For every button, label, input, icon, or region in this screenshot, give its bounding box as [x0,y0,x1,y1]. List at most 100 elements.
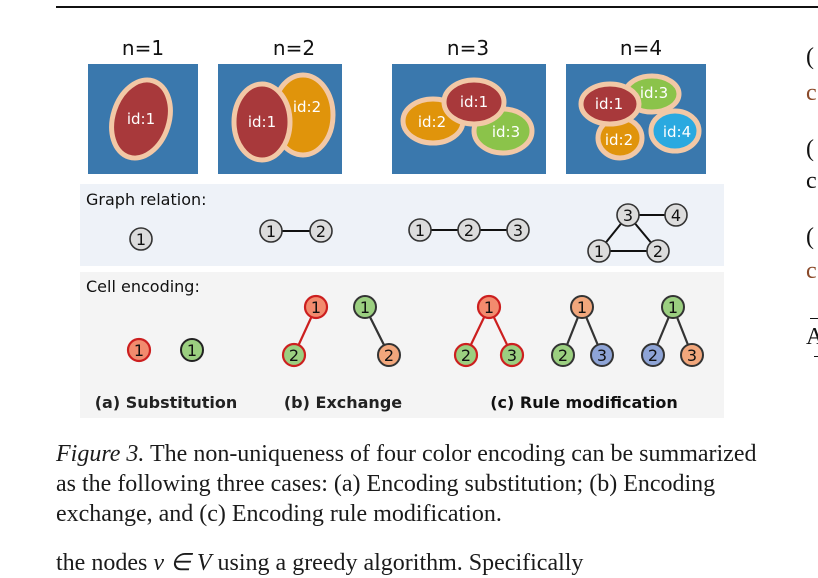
encoding-node-label: 3 [507,346,517,365]
encoding-node-green [453,342,479,368]
caption-text: The non-uniqueness of four color encodin… [56,441,757,527]
encoding-node-red [476,294,502,320]
encoding-exchange-black-tree: 1 2 [353,295,401,367]
cell-1 [109,77,173,161]
encoding-substitution: 1 1 [126,337,204,363]
graph-node [259,219,283,243]
graph-relation-heading: Graph relation: [86,190,207,209]
graph-node-label: 1 [594,242,604,261]
right-column-fragment: ( [806,44,814,70]
graph-node [408,218,432,242]
encoding-node-label: 1 [484,298,494,317]
body-text: the nodes v ∈ V using a greedy algorithm… [56,548,796,578]
right-column-fragment: ( [806,136,814,162]
graph-node-label: 2 [316,222,326,241]
right-column-fragment: c [806,258,817,284]
encoding-node-green [353,295,377,319]
cell-label: id:1 [595,95,623,113]
encoding-node-label: 1 [360,298,370,317]
encoding-exchange-red-tree: 1 2 [281,294,329,368]
right-column-fragment: A [806,324,818,350]
cell-label: id:2 [418,113,446,131]
cell-label: id:3 [640,84,668,102]
cell-1 [578,81,642,127]
cell-1 [231,81,293,163]
graph-node [457,218,481,242]
cell-label: id:3 [492,123,520,141]
cell-label: id:1 [460,93,488,111]
right-column-rule [810,318,818,319]
right-column-fragment: c [806,80,817,106]
panel-title-n3: n=3 [447,36,489,60]
right-column-rule [814,356,818,357]
panel-title-n4: n=4 [620,36,662,60]
body-text-end: using a greedy algorithm. Specifically [211,550,584,576]
graph-node [587,239,611,263]
encoding-node-orange [377,343,401,367]
encoding-node-label: 1 [668,298,678,317]
encoding-node-label: 2 [384,346,394,365]
figure-label: Figure 3. [56,441,145,467]
body-text-math: v ∈ V [153,550,212,576]
top-rule [56,6,818,8]
cell-label: id:2 [293,98,321,116]
graph-node-label: 3 [513,221,523,240]
graph-node-label: 4 [671,206,681,225]
encoding-node-green [281,342,307,368]
encoding-node-label: 3 [597,346,607,365]
cell-label: id:1 [127,110,155,128]
panel-n3: id:1 id:2 id:3 [392,64,546,174]
encoding-node-label: 1 [311,298,321,317]
cell-label: id:2 [605,131,633,149]
encoding-node-red [303,294,329,320]
cell-label: id:1 [248,113,276,131]
encoding-rule-green-root-tree: 1 2 3 [641,295,704,367]
figure-caption: Figure 3. The non-uniqueness of four col… [56,439,768,529]
graph-n2: 1 2 [259,219,333,243]
right-column-fragment: ( [806,224,814,250]
graph-node [646,239,670,263]
encoding-node-label: 2 [461,346,471,365]
encoding-node-label: 3 [687,346,697,365]
encoding-node-label: 2 [648,346,658,365]
encoding-node-green [661,295,685,319]
right-column-fragment: c [806,168,817,194]
graph-n3: 1 2 3 [408,218,530,242]
encoding-node-label: 2 [558,346,568,365]
encoding-node-blue [641,343,665,367]
cell-1 [441,77,507,127]
panel-n4: id:1 id:2 id:3 id:4 [566,64,706,174]
encoding-node-orange [570,295,594,319]
body-text-start: the nodes [56,550,154,576]
encoding-node-green [499,342,525,368]
graph-node-label: 1 [266,222,276,241]
encoding-node-green [180,338,204,362]
cell-label: id:4 [663,123,691,141]
subcaption-substitution: (a) Substitution [95,393,238,412]
encoding-node-label: 1 [134,341,144,360]
graph-node [616,203,640,227]
graph-node [309,219,333,243]
encoding-node-label: 1 [577,298,587,317]
graph-n1: 1 [129,227,153,251]
panel-n1: id:1 [88,64,198,174]
encoding-node-blue [590,343,614,367]
encoding-node-orange [680,343,704,367]
encoding-node-green [551,343,575,367]
graph-relation-band [80,184,724,266]
graph-node [664,203,688,227]
graph-node [129,227,153,251]
encoding-node-red [126,337,152,363]
encoding-node-label: 1 [187,341,197,360]
graph-node-label: 1 [136,230,146,249]
cell-encoding-heading: Cell encoding: [86,277,200,296]
cell-4 [648,108,702,154]
graph-node [506,218,530,242]
encoding-rule-red-tree: 1 2 3 [453,294,525,368]
subcaption-exchange: (b) Exchange [284,393,402,412]
graph-node-label: 2 [653,242,663,261]
panel-title-n2: n=2 [273,36,315,60]
graph-node-label: 3 [623,206,633,225]
panel-title-n1: n=1 [122,36,164,60]
encoding-node-label: 2 [289,346,299,365]
